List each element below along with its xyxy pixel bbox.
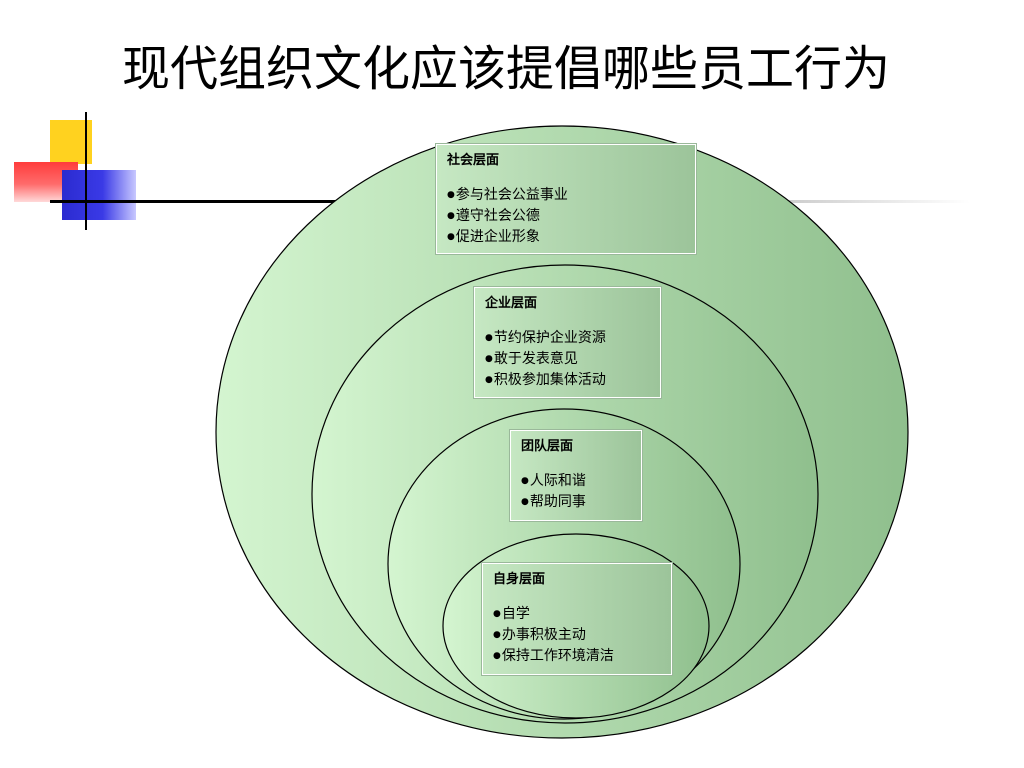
layer-item: ●人际和谐 <box>521 473 586 489</box>
layer-box-enterprise: 企业层面 ●节约保护企业资源 ●敢于发表意见 ●积极参加集体活动 <box>473 286 662 399</box>
bullet-icon: ● <box>447 190 455 200</box>
layer-item: ●保持工作环境清洁 <box>493 648 614 664</box>
bullet-icon: ● <box>447 211 455 221</box>
bullet-icon: ● <box>493 609 501 619</box>
layer-item: ●参与社会公益事业 <box>447 187 568 203</box>
layer-heading-team: 团队层面 <box>521 439 574 454</box>
layer-item: ●自学 <box>493 606 530 622</box>
decor-blue-block <box>62 170 136 220</box>
bullet-icon: ● <box>521 476 529 486</box>
decor-vertical-line <box>85 112 87 230</box>
bullet-icon: ● <box>493 651 501 661</box>
layer-box-society: 社会层面 ●参与社会公益事业 ●遵守社会公德 ●促进企业形象 <box>435 143 697 255</box>
layer-item: ●帮助同事 <box>521 494 586 510</box>
slide-title: 现代组织文化应该提倡哪些员工行为 <box>122 41 891 97</box>
layer-box-team: 团队层面 ●人际和谐 ●帮助同事 <box>509 429 643 522</box>
layer-item: ●节约保护企业资源 <box>485 330 606 346</box>
bullet-icon: ● <box>485 333 493 343</box>
layer-item: ●积极参加集体活动 <box>485 372 606 388</box>
layer-item: ●遵守社会公德 <box>447 208 540 224</box>
layer-heading-society: 社会层面 <box>447 153 500 168</box>
layer-item: ●办事积极主动 <box>493 627 586 643</box>
bullet-icon: ● <box>493 630 501 640</box>
layer-heading-self: 自身层面 <box>493 572 546 587</box>
layer-heading-enterprise: 企业层面 <box>485 296 538 311</box>
layer-item: ●敢于发表意见 <box>485 351 578 367</box>
bullet-icon: ● <box>447 232 455 242</box>
layer-box-self: 自身层面 ●自学 ●办事积极主动 ●保持工作环境清洁 <box>481 562 673 676</box>
layer-item: ●促进企业形象 <box>447 229 540 245</box>
bullet-icon: ● <box>485 354 493 364</box>
bullet-icon: ● <box>521 497 529 507</box>
bullet-icon: ● <box>485 375 493 385</box>
